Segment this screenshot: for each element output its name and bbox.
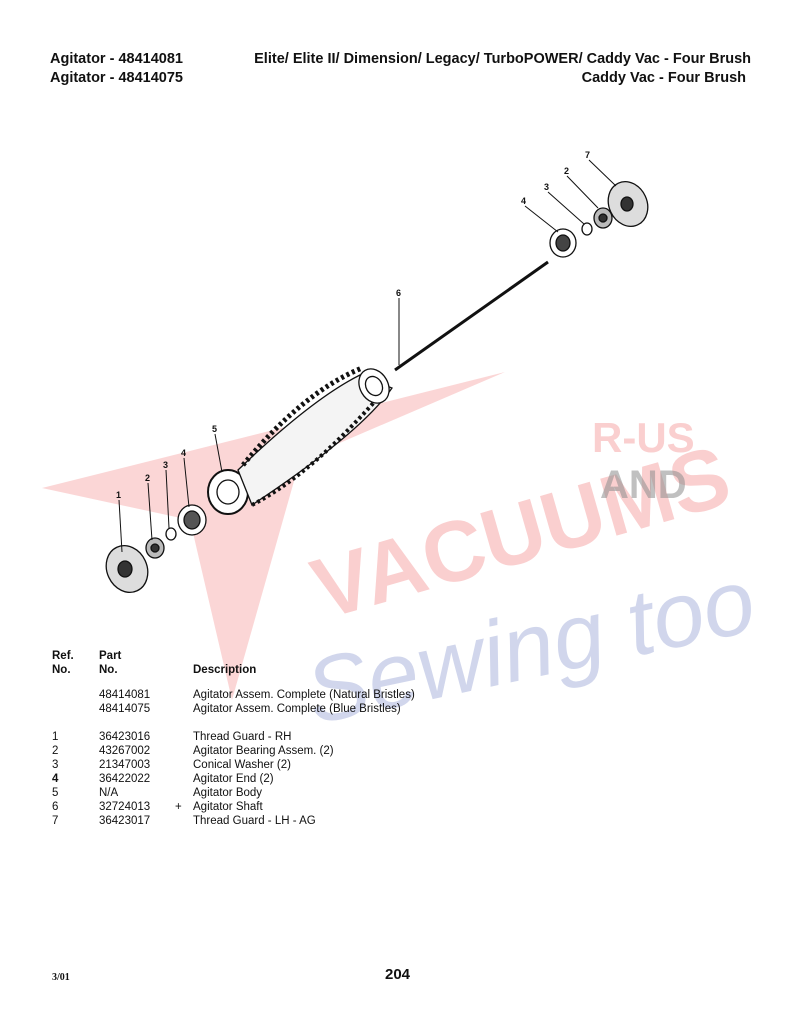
- agitator-exploded-diagram: 1 2 3 4 5 6 4 3 2 7: [105, 150, 649, 593]
- ref-no: 5: [52, 787, 59, 799]
- part-no: 36423017: [99, 815, 151, 827]
- title-agitator-1: Agitator - 48414081: [50, 51, 183, 67]
- callout-7: 7: [585, 150, 590, 160]
- ref-no: 7: [52, 815, 59, 827]
- part-washer-left: [165, 527, 177, 541]
- description: Agitator Bearing Assem. (2): [193, 745, 334, 757]
- assembly-description: Agitator Assem. Complete (Blue Bristles): [193, 703, 401, 715]
- ref-no: 4: [52, 773, 59, 785]
- part-no: 21347003: [99, 759, 151, 771]
- model-list-1: Elite/ Elite II/ Dimension/ Legacy/ Turb…: [254, 51, 751, 67]
- part-thread-guard-rh: [105, 545, 149, 593]
- revision-date: 3/01: [52, 972, 70, 983]
- part-agitator-shaft: [394, 260, 549, 372]
- callout-5: 5: [212, 424, 217, 434]
- header-part-line2: No.: [99, 664, 118, 676]
- callout-2-left: 2: [145, 473, 150, 483]
- part-no: 32724013: [99, 801, 151, 813]
- description: Agitator End (2): [193, 773, 274, 785]
- callout-3-left: 3: [163, 460, 168, 470]
- header-part-line1: Part: [99, 650, 122, 662]
- header-part: Part No.: [99, 649, 121, 677]
- part-no: 36423016: [99, 731, 151, 743]
- header-description: Description: [193, 664, 257, 676]
- description: Conical Washer (2): [193, 759, 291, 771]
- description: Thread Guard - RH: [193, 731, 292, 743]
- ref-no: 6: [52, 801, 59, 813]
- new-part-mark: +: [175, 801, 182, 813]
- part-no: N/A: [99, 787, 119, 799]
- description: Agitator Body: [193, 787, 263, 799]
- title-agitator-2: Agitator - 48414075: [50, 70, 183, 86]
- callout-1: 1: [116, 490, 121, 500]
- ref-no: 3: [52, 759, 59, 771]
- callout-2-right: 2: [564, 166, 569, 176]
- part-end-right: [549, 228, 577, 258]
- callout-4-left: 4: [181, 448, 186, 458]
- part-agitator-body: [207, 365, 393, 515]
- part-washer-right: [581, 222, 593, 236]
- header-ref: Ref. No.: [52, 649, 74, 677]
- callout-3-right: 3: [544, 182, 549, 192]
- header-ref-line1: Ref.: [52, 650, 74, 662]
- description: Thread Guard - LH - AG: [193, 815, 316, 827]
- assembly-description: Agitator Assem. Complete (Natural Bristl…: [193, 689, 415, 701]
- part-thread-guard-lh: [607, 181, 649, 227]
- description: Agitator Shaft: [193, 801, 263, 813]
- callout-6: 6: [396, 288, 401, 298]
- assembly-part-no: 48414081: [99, 689, 151, 701]
- assembly-part-no: 48414075: [99, 703, 151, 715]
- ref-no: 1: [52, 731, 59, 743]
- part-no: 43267002: [99, 745, 151, 757]
- header-ref-line2: No.: [52, 664, 71, 676]
- ref-no: 2: [52, 745, 59, 757]
- part-end-left: [177, 504, 207, 536]
- page-number: 204: [385, 966, 411, 983]
- part-bearing-left: [145, 537, 165, 559]
- part-bearing-right: [593, 207, 613, 229]
- part-no: 36422022: [99, 773, 151, 785]
- model-list-2: Caddy Vac - Four Brush: [581, 70, 746, 86]
- callout-4-right: 4: [521, 196, 526, 206]
